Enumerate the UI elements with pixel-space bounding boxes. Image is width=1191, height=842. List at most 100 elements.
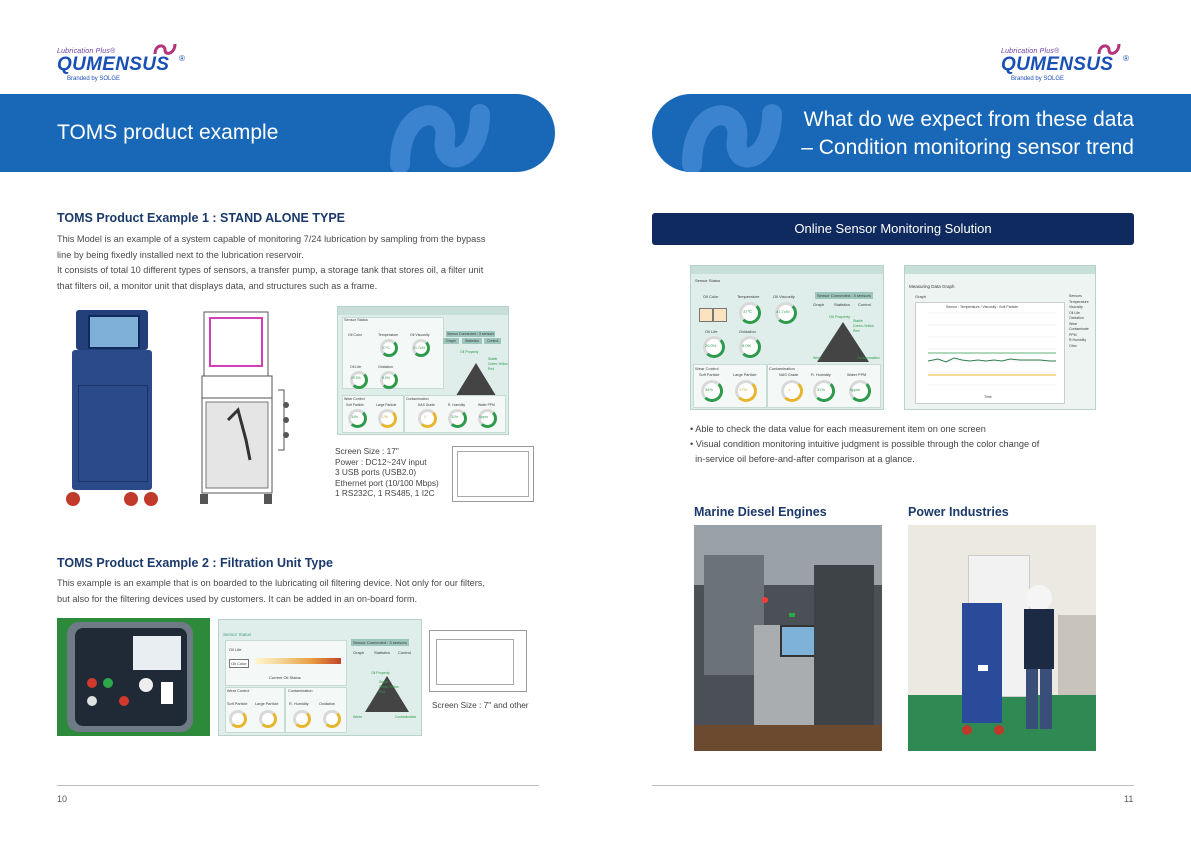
label-oxidation: Oxidation: [319, 702, 336, 706]
legend-item[interactable]: R.Humidity: [1069, 338, 1087, 342]
tab-statistics[interactable]: Statistics: [374, 650, 391, 655]
value-temperature: 37℃: [743, 309, 752, 314]
value-large-particle: 17%: [381, 415, 389, 419]
tab-statistics[interactable]: Statistics: [462, 338, 483, 344]
label-water-ppm: Water PPM: [847, 373, 867, 377]
legend-item[interactable]: Oil Life: [1069, 310, 1080, 315]
value-temperature: 37℃: [382, 346, 390, 350]
radar-axis-contamination: Contamination: [857, 356, 880, 360]
tab-graph[interactable]: Graph: [813, 302, 825, 307]
window-bar: [905, 266, 1095, 274]
gauge-temperature: [380, 339, 398, 357]
brand-swoosh-icon: [153, 43, 177, 55]
swirl-decoration-icon: [682, 104, 782, 172]
example2-heading: TOMS Product Example 2 : Filtration Unit…: [57, 556, 333, 570]
power-industries-title: Power Industries: [908, 505, 1009, 519]
legend-item[interactable]: Temperature: [1069, 299, 1089, 304]
label-temperature: Temperature: [378, 333, 399, 337]
gauge-large-particle: [735, 380, 757, 402]
sensor-status-screenshot: Sensor Status Sensor Connected : 3 senso…: [337, 306, 509, 435]
paragraph-line: It consists of total 10 different types …: [57, 265, 484, 275]
radar-legend-stable: Stable: [488, 357, 498, 361]
gauge-r-humidity: [813, 380, 835, 402]
legend-item[interactable]: Wear: [1069, 321, 1078, 326]
label-large-particle: Large Particle: [376, 403, 397, 407]
paragraph-line: but also for the filtering devices used …: [57, 593, 418, 604]
legend-item[interactable]: Contaminate: [1069, 327, 1089, 331]
gauge-water-ppm: [478, 409, 497, 428]
label-oxidation: Oxidation: [739, 329, 756, 334]
value-viscosity: 41.7cSt: [776, 309, 790, 314]
label-oil-color: Oil Color: [229, 659, 249, 668]
tab-control[interactable]: Control: [398, 650, 411, 655]
brand-registered-mark: ®: [179, 54, 185, 63]
page-title-line2: – Condition monitoring sensor trend: [801, 136, 1134, 159]
tab-graph[interactable]: Graph: [353, 650, 365, 655]
legend-item[interactable]: Ohm: [1069, 343, 1077, 348]
brand-logo-left: Lubrication Plus® QUMENSUS ® Branded by …: [57, 43, 197, 86]
gauge-soft-particle: [348, 409, 367, 428]
radar-legend-stable: Stable: [853, 319, 863, 323]
brand-swoosh-icon: [1097, 43, 1121, 55]
measuring-data-graph-screenshot: Measuring Data Graph Graph Sensor : Temp…: [904, 265, 1096, 410]
radar-legend-stable: Stable: [379, 680, 389, 684]
graph-tab[interactable]: Graph: [915, 294, 927, 299]
gauge-oil-life: [703, 336, 725, 358]
sensor-connected-label: Sensor Connected : 3 sensors: [815, 292, 873, 299]
gauge-r-humidity: [448, 409, 467, 428]
tab-graph[interactable]: Graph: [443, 338, 459, 344]
trend-lines-svg: [927, 312, 1056, 386]
spec-line: 1 RS232C, 1 RS485, 1 I2C: [335, 488, 435, 498]
section-title-bar: Online Sensor Monitoring Solution: [652, 213, 1134, 245]
sensor-connected-label: Sensor Connected : 3 sensors: [446, 331, 496, 337]
wear-control-label: Wear Control: [344, 397, 365, 401]
brand-tagline: Lubrication Plus®: [57, 48, 116, 55]
label-oil-color: Oil Color: [703, 294, 719, 299]
gauge-large-particle: [378, 409, 397, 428]
value-water-ppm: 0ppm: [850, 387, 861, 392]
label-oil-life: Oil Life: [350, 365, 362, 369]
value-nas-grade: 1: [788, 387, 791, 392]
legend-item[interactable]: Oxidation: [1069, 316, 1084, 320]
bullet-item: • Visual condition monitoring intuitive …: [690, 439, 1040, 449]
legend-item[interactable]: Viscosity: [1069, 305, 1083, 309]
label-r-humidity: R. Humidity: [811, 373, 831, 377]
value-r-humidity: 31%: [817, 387, 826, 392]
filtration-status-screenshot: Sensor Status Oil Life Oil Color Current…: [218, 619, 422, 736]
radar-title: Oil Property: [829, 314, 851, 319]
footer-divider-left: [57, 785, 539, 786]
bullet-item: • Able to check the data value for each …: [690, 424, 986, 434]
screen-size-caption: Screen Size : 7" and other: [432, 700, 529, 710]
contamination-label: Contamination: [406, 397, 429, 401]
radar-axis-wear: Wear: [353, 715, 363, 719]
label-soft-particle: Soft Particle: [227, 702, 248, 706]
tab-control[interactable]: Control: [484, 338, 502, 344]
gauge-nas-grade: [781, 380, 803, 402]
gauge-viscosity: [412, 339, 430, 357]
value-oil-life: 20.0%: [705, 343, 717, 348]
page-number-right: 11: [1124, 794, 1134, 804]
x-axis-label: Time: [984, 395, 992, 399]
wear-control-label: Wear Control: [695, 366, 719, 371]
tab-control[interactable]: Control: [858, 302, 871, 307]
stand-alone-unit-drawing: [198, 310, 303, 510]
radar-legend-green-yellow: Green-Yellow: [488, 362, 508, 366]
gauge-large-particle: [259, 710, 277, 728]
contamination-panel: [285, 687, 347, 733]
tab-statistics[interactable]: Statistics: [834, 302, 851, 307]
temperature-trend-line: [927, 357, 1056, 363]
value-soft-particle: 34%: [705, 387, 714, 392]
legend-item[interactable]: PPM: [1069, 332, 1077, 337]
bullet-item: in-service oil before-and-after comparis…: [690, 454, 915, 464]
online-sensor-status-screenshot: Sensor Status Oil Color Temperature Oil …: [690, 265, 884, 410]
screen-outline-drawing-small: [429, 630, 527, 692]
window-bar: [338, 307, 508, 315]
page-number-left: 10: [57, 794, 68, 804]
label-oil-viscosity: Oil Viscosity: [773, 294, 795, 299]
radar-axis-wear: Wear: [813, 356, 822, 360]
example1-heading: TOMS Product Example 1 : STAND ALONE TYP…: [57, 211, 346, 225]
oil-color-bar: [255, 658, 341, 664]
gauge-temperature: [739, 302, 761, 324]
oil-color-swatch: [713, 308, 727, 322]
label-nas-grade: NAS Grade: [779, 373, 799, 377]
